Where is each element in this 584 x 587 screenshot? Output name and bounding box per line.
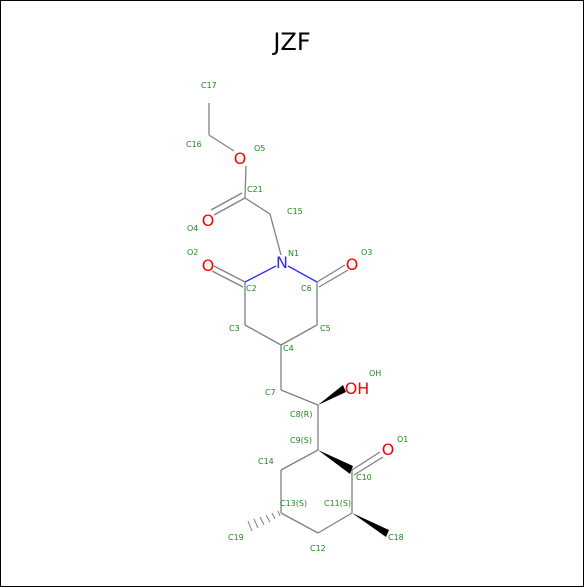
atom-label-n1: N1 [288, 249, 299, 258]
hash-c13-c19 [247, 510, 281, 532]
atom-label-c18: C18 [388, 533, 404, 542]
atom-label-c17: C17 [201, 81, 217, 90]
atom-label-c11: C11(S) [324, 499, 351, 508]
atom-label-oh: OH [369, 369, 381, 378]
atom-label-c5: C5 [320, 324, 331, 333]
atom-o2-symbol: O [202, 256, 215, 275]
atom-label-c19: C19 [228, 533, 244, 542]
bond-c10-o1-b [353, 456, 384, 476]
atom-label-c15: C15 [287, 207, 303, 216]
molecule-title: JZF [273, 28, 311, 56]
atom-label-c8: C8(R) [290, 410, 312, 419]
bond-c10-o1-a [351, 451, 381, 471]
atom-label-c9: C9(S) [290, 436, 312, 445]
bond-c21-o4-b [210, 192, 243, 211]
atom-label-c3: C3 [229, 324, 240, 333]
atom-label-c16: C16 [186, 140, 202, 149]
atom-label-o1: O1 [397, 435, 408, 444]
atom-label-c4: C4 [283, 344, 294, 353]
bond-c2-o2-a [213, 265, 246, 283]
wedge-c9-c10 [318, 450, 353, 474]
atom-o4-symbol: O [202, 211, 215, 230]
bond-c3-c4 [244, 324, 282, 346]
atom-oh-symbol: OH [345, 379, 370, 398]
atom-label-c13: C13(S) [280, 499, 307, 508]
bond-c6-o3-a [316, 264, 346, 283]
atom-label-c2: C2 [246, 284, 257, 293]
bond-o5-c21 [244, 165, 247, 199]
atom-label-c14: C14 [258, 457, 274, 466]
bond-c9-c14 [280, 449, 319, 471]
atom-label-c6: C6 [301, 284, 312, 293]
bond-c11-c12 [317, 512, 353, 534]
bond-c16-o5 [208, 134, 235, 152]
bond-c21-o4-a [213, 197, 246, 216]
atom-label-c7: C7 [265, 388, 276, 397]
wedge-c11-c18 [352, 513, 389, 537]
atom-o3-symbol: O [346, 255, 359, 274]
bond-c21-c15 [244, 197, 271, 215]
bond-n1-c2 [244, 265, 277, 283]
bond-c7-c8 [280, 389, 319, 406]
bond-c6-o3-b [318, 269, 349, 288]
atom-n1-symbol: N [276, 253, 288, 272]
atom-label-c10: C10 [356, 473, 372, 482]
atom-label-o3: O3 [361, 248, 372, 257]
bond-c5-c4 [280, 324, 318, 346]
bond-c13-c12 [280, 512, 319, 534]
atom-label-o5: O5 [254, 144, 265, 153]
bond-n1-c6 [287, 265, 318, 283]
atom-label-o4: O4 [187, 224, 198, 233]
atom-label-o2: O2 [187, 248, 198, 257]
wedge-c8-oh [318, 385, 346, 405]
bond-c15-n1 [269, 213, 282, 256]
bond-c2-o2-b [211, 270, 244, 288]
atom-label-c21: C21 [247, 185, 263, 194]
atom-o1-symbol: O [382, 440, 395, 459]
atom-o5-symbol: O [234, 149, 247, 168]
atom-label-c12: C12 [310, 544, 326, 553]
